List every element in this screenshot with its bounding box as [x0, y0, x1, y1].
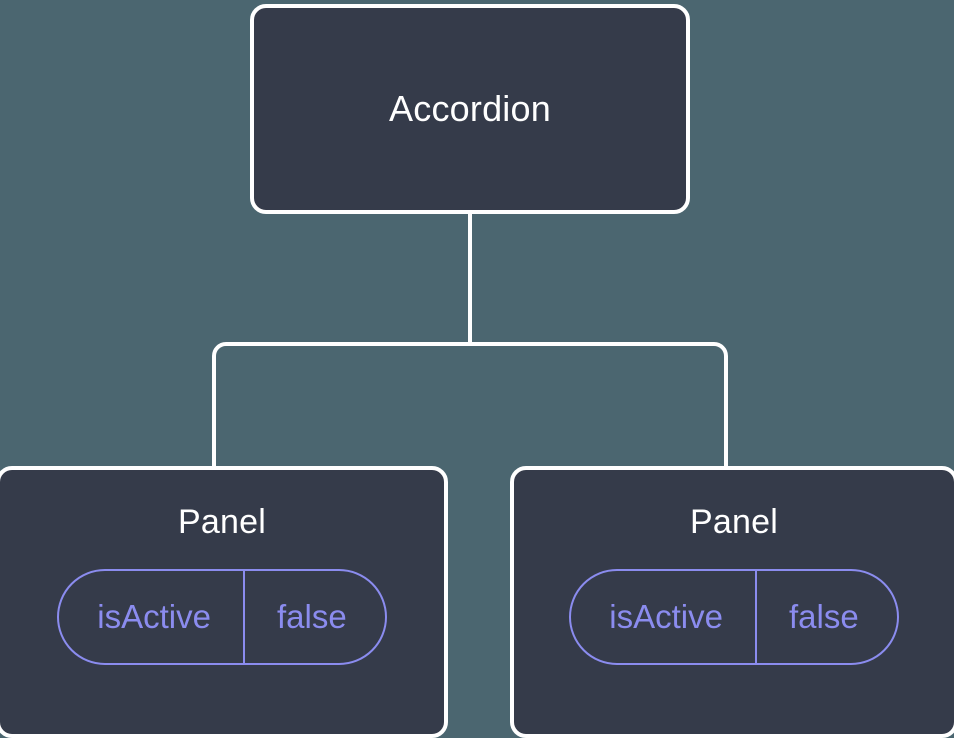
connector-branch-right	[470, 342, 728, 470]
connector-branch-left	[212, 342, 470, 470]
state-badge-value: false	[788, 598, 859, 636]
state-badge-panel-2[interactable]: isActive false	[569, 569, 899, 666]
node-accordion-label: Accordion	[389, 88, 551, 130]
state-badge-value: false	[276, 598, 347, 636]
node-panel-1-label: Panel	[178, 503, 266, 541]
state-badge-key: isActive	[59, 571, 245, 664]
node-panel-1[interactable]: Panel isActive false	[0, 466, 448, 738]
node-panel-2[interactable]: Panel isActive false	[510, 466, 954, 738]
state-badge-panel-1[interactable]: isActive false	[57, 569, 387, 666]
state-badge-key: isActive	[571, 571, 757, 664]
node-panel-2-label: Panel	[690, 503, 778, 541]
node-accordion[interactable]: Accordion	[250, 4, 690, 214]
